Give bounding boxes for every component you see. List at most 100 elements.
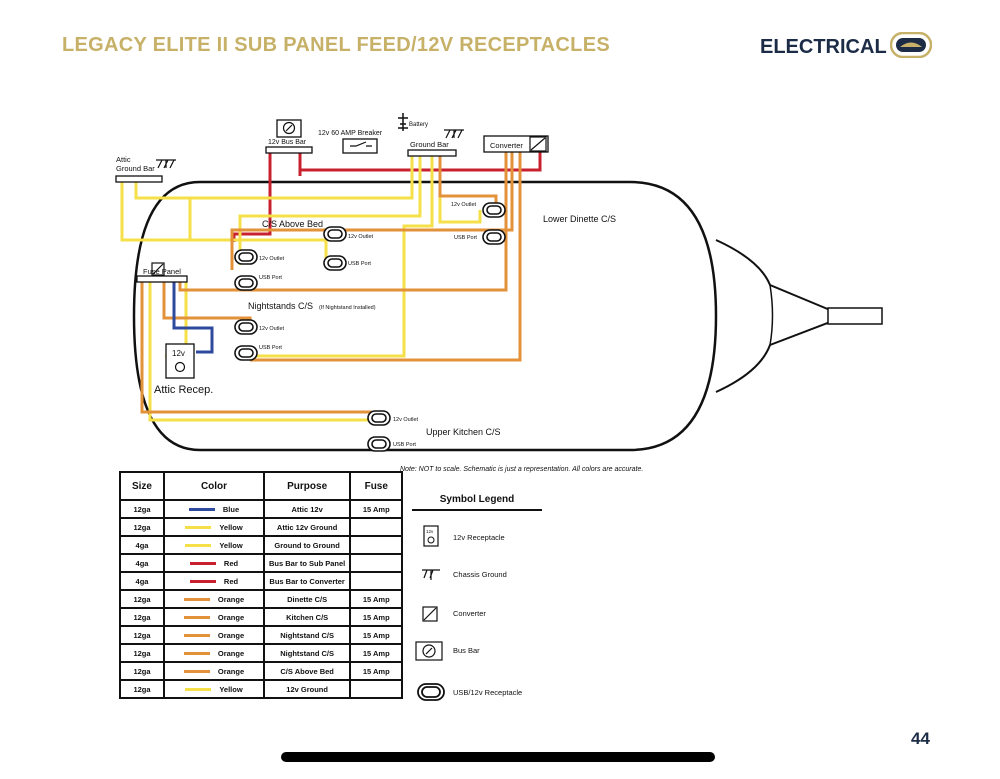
legend-label-chassis-ground: Chassis Ground <box>453 570 507 579</box>
attic-ground-bar-label: Ground Bar <box>116 164 155 173</box>
purpose-cell: Attic 12v <box>262 499 352 519</box>
home-indicator[interactable] <box>281 752 715 762</box>
wire-color-label: Orange <box>217 648 245 658</box>
fuse-cell <box>349 517 404 537</box>
table-row: 4ga Red Bus Bar to Sub Panel <box>119 553 404 573</box>
purpose-cell: Bus Bar to Converter <box>262 571 352 591</box>
svg-text:12v Outlet: 12v Outlet <box>259 326 285 332</box>
upper-kitchen-label: Upper Kitchen C/S <box>426 427 501 437</box>
purpose-cell: Bus Bar to Sub Panel <box>262 553 352 573</box>
wire-color-swatch <box>185 526 212 530</box>
fuse-cell: 15 Amp <box>349 607 404 627</box>
color-cell: Yellow <box>163 535 265 555</box>
receptacle-dinette: 12v Outlet USB Port <box>451 202 506 245</box>
size-cell: 12ga <box>119 589 165 609</box>
color-cell: Red <box>163 553 265 573</box>
wire-color-swatch <box>183 670 210 674</box>
color-cell: Yellow <box>163 679 265 699</box>
wire-color-label: Blue <box>222 504 240 514</box>
size-cell: 4ga <box>119 553 165 573</box>
fuse-cell <box>349 571 404 591</box>
hitch-coupler <box>827 307 883 325</box>
fuse-cell <box>349 553 404 573</box>
header-color: Color <box>163 471 265 501</box>
color-cell: Yellow <box>163 517 265 537</box>
lower-dinette-label: Lower Dinette C/S <box>543 214 616 224</box>
12v-receptacle-icon <box>165 343 195 379</box>
legend-icons: 12v <box>415 525 445 701</box>
purpose-cell: Dinette C/S <box>262 589 352 609</box>
symbol-legend: Symbol Legend <box>412 494 542 511</box>
size-cell: 4ga <box>119 571 165 591</box>
attic-ground-bar <box>115 175 163 183</box>
attic-recep-label: Attic Recep. <box>154 384 213 396</box>
breaker-label: 12v 60 AMP Breaker <box>318 130 383 137</box>
wire-color-label: Red <box>223 558 239 568</box>
fuse-cell <box>349 679 404 699</box>
fuse-cell: 15 Amp <box>349 643 404 663</box>
wire-color-label: Yellow <box>219 522 243 532</box>
bus-bar-label: 12v Bus Bar <box>268 139 307 146</box>
wire-color-swatch <box>183 616 210 620</box>
receptacle-kitchen: 12v Outlet USB Port <box>367 410 419 452</box>
svg-text:USB Port: USB Port <box>348 261 371 267</box>
color-cell: Orange <box>163 661 265 681</box>
color-cell: Orange <box>163 625 265 645</box>
airstream-logo-icon <box>890 32 932 58</box>
legend-label-usb-receptacle: USB/12v Receptacle <box>453 688 523 697</box>
purpose-cell: Kitchen C/S <box>262 607 352 627</box>
table-row: 4ga Red Bus Bar to Converter <box>119 571 404 591</box>
wire-color-swatch <box>189 580 216 584</box>
wire-color-label: Orange <box>217 594 245 604</box>
wire-color-swatch <box>185 544 212 548</box>
bus-bar <box>265 146 313 154</box>
fuse-cell: 15 Amp <box>349 661 404 681</box>
cs-above-bed-label: C/S Above Bed <box>262 219 323 229</box>
fuse-cell <box>349 535 404 555</box>
blue-wire <box>172 282 214 354</box>
svg-text:12v Outlet: 12v Outlet <box>259 256 285 262</box>
fuse-cell: 15 Amp <box>349 589 404 609</box>
header-purpose: Purpose <box>262 471 352 501</box>
receptacle-above-bed: 12v Outlet USB Port <box>323 226 374 271</box>
color-cell: Blue <box>163 499 265 519</box>
legend-title: Symbol Legend <box>412 494 542 511</box>
svg-text:USB Port: USB Port <box>393 442 416 448</box>
wire-color-label: Yellow <box>219 540 243 550</box>
wire-color-swatch <box>188 508 215 512</box>
color-cell: Orange <box>163 589 265 609</box>
svg-text:12v Outlet: 12v Outlet <box>348 234 374 240</box>
nightstands-note: (If Nightstand Installed) <box>319 305 376 311</box>
ground-bar-label: Ground Bar <box>410 140 449 149</box>
wire-color-swatch <box>183 634 210 638</box>
svg-text:12v Outlet: 12v Outlet <box>393 417 419 423</box>
wire-color-label: Orange <box>217 612 245 622</box>
size-cell: 12ga <box>119 679 165 699</box>
size-cell: 12ga <box>119 643 165 663</box>
svg-text:USB Port: USB Port <box>259 345 282 351</box>
svg-text:USB Port: USB Port <box>454 235 477 241</box>
wire-color-swatch <box>183 598 210 602</box>
receptacle-nightstand: 12v Outlet USB Port <box>234 319 285 361</box>
trailer-outline <box>132 180 718 452</box>
color-cell: Orange <box>163 607 265 627</box>
size-cell: 12ga <box>119 607 165 627</box>
purpose-cell: C/S Above Bed <box>262 661 352 681</box>
purpose-cell: Attic 12v Ground <box>262 517 352 537</box>
svg-text:USB Port: USB Port <box>259 275 282 281</box>
svg-text:12v: 12v <box>426 529 434 534</box>
purpose-cell: 12v Ground <box>262 679 352 699</box>
battery-icon <box>398 113 408 131</box>
converter-label: Converter <box>490 141 523 150</box>
attic-label: Attic <box>116 155 131 164</box>
wire-color-label: Red <box>223 576 239 586</box>
wire-color-label: Orange <box>217 630 245 640</box>
wire-color-swatch <box>189 562 216 566</box>
